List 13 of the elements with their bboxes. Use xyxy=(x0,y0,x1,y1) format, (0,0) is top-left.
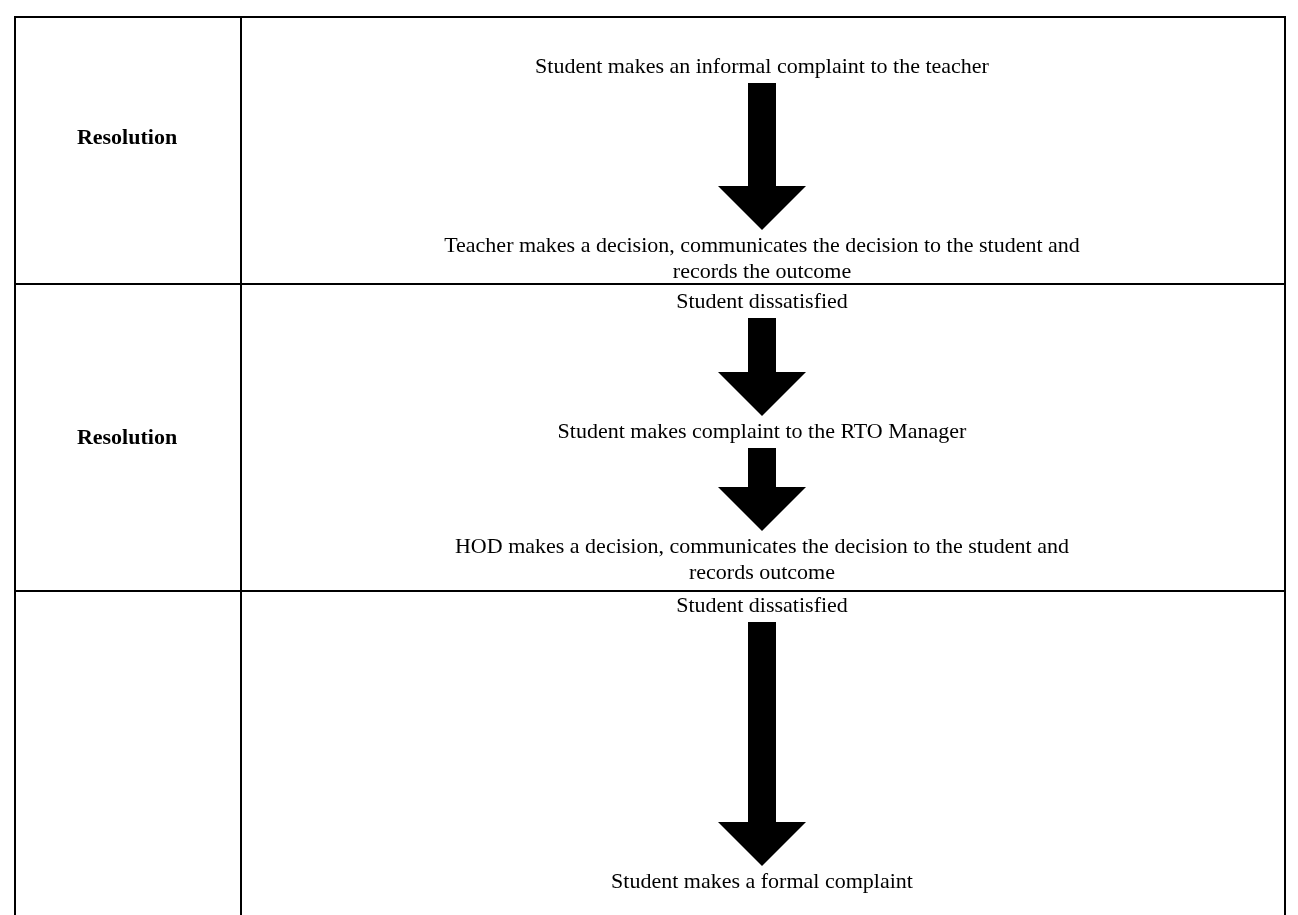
block-arrow xyxy=(718,622,806,866)
block-arrow xyxy=(718,448,806,531)
row-heading: Resolution xyxy=(75,424,179,450)
step-text: Teacher makes a decision, communicates the decision to the student and records the outcome xyxy=(422,232,1102,284)
step-text: HOD makes a decision, communicates the decision to the student and records outcome xyxy=(422,533,1102,585)
step-text: Student makes complaint to the RTO Manager xyxy=(462,418,1062,444)
step-text: Student dissatisfied xyxy=(562,288,962,314)
step-text: Student makes an informal complaint to the teacher xyxy=(412,53,1112,79)
block-arrow xyxy=(718,318,806,416)
row-heading: Resolution xyxy=(75,124,179,150)
step-text: Student dissatisfied xyxy=(562,592,962,618)
step-text: Student makes a formal complaint xyxy=(512,868,1012,894)
block-arrow xyxy=(718,83,806,230)
